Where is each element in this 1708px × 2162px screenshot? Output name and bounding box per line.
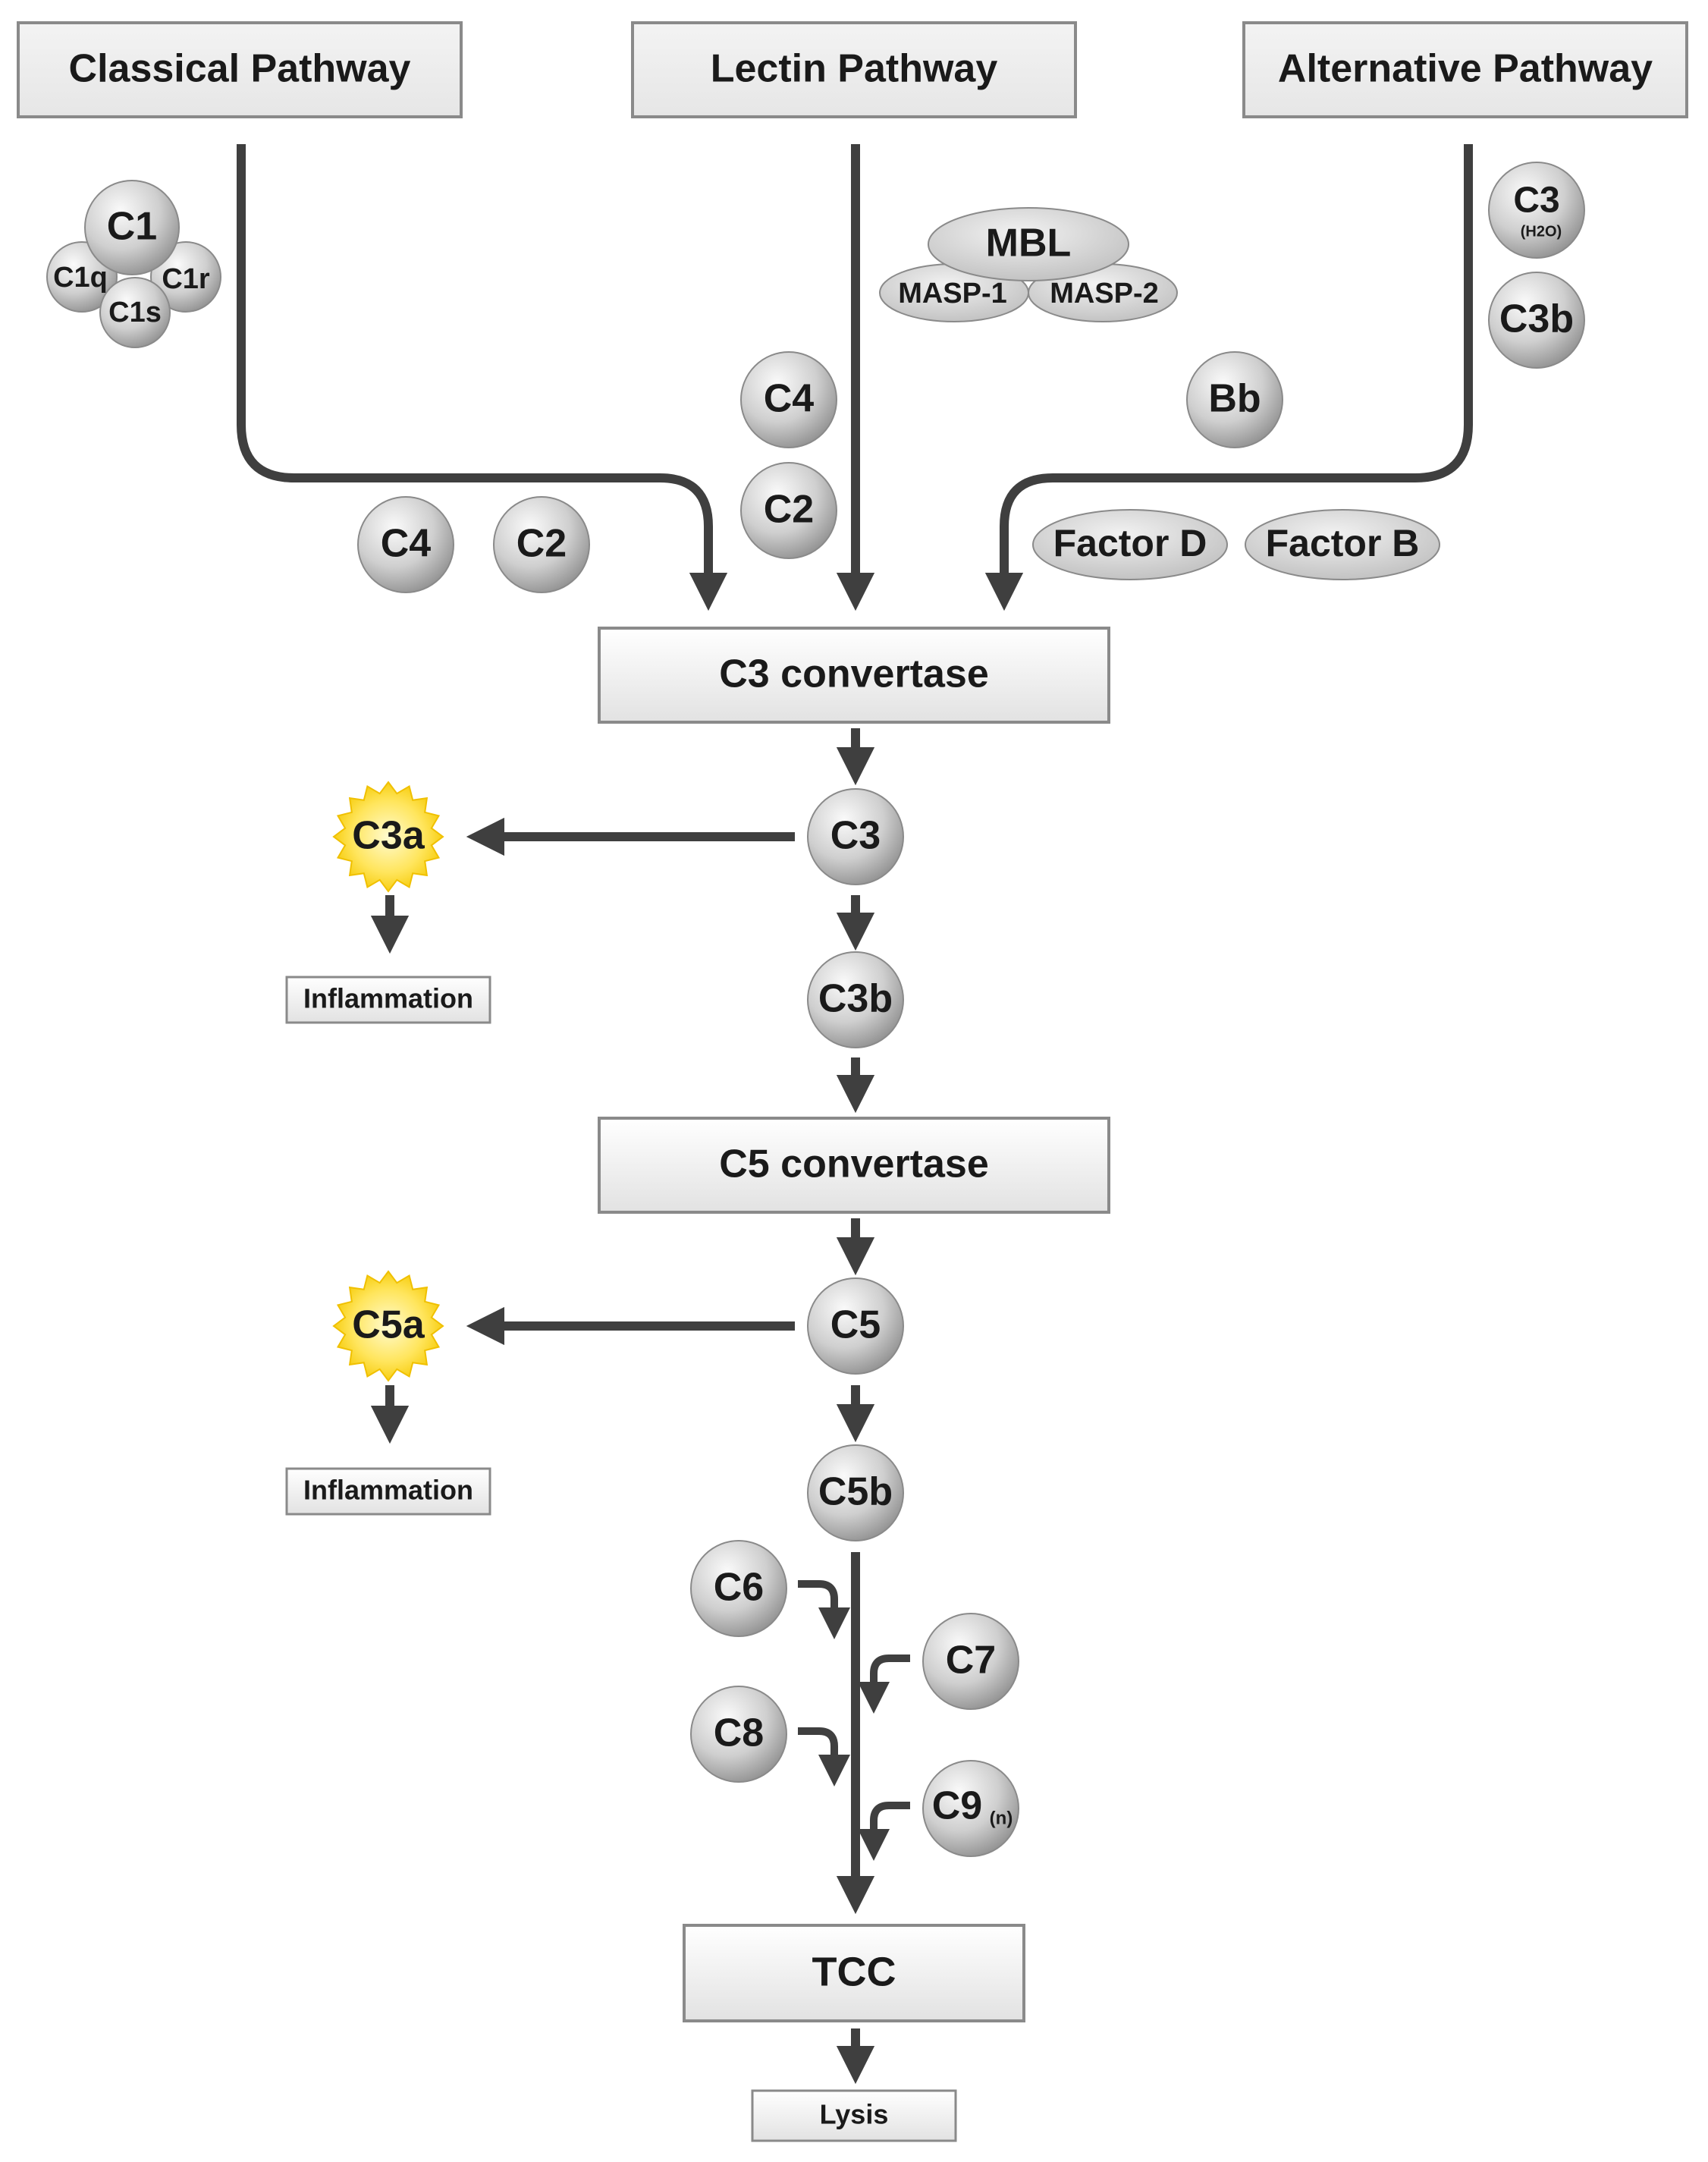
alternative-pathway-arrow [984, 144, 1473, 611]
c6-label: C6 [714, 1566, 764, 1610]
c1s-label: C1s [108, 297, 162, 328]
factor-d-label: Factor D [1053, 522, 1207, 564]
lysis-box: Lysis [751, 2089, 957, 2142]
c5-convertase-box: C5 convertase [598, 1117, 1110, 1214]
c8-sphere: C8 [690, 1686, 787, 1783]
c5b-label: C5b [818, 1470, 893, 1514]
tcc-label: TCC [812, 1949, 896, 1994]
c1-complex: C1 C1q C1r C1s [46, 180, 221, 348]
arrow-c6-join [798, 1580, 850, 1639]
classical-c4-label: C4 [381, 522, 432, 566]
bb-label: Bb [1208, 377, 1261, 421]
lectin-c2-sphere: C2 [740, 462, 837, 559]
c3b-sphere: C3b [807, 951, 904, 1048]
lysis-label: Lysis [820, 2099, 889, 2130]
classical-pathway-box: Classical Pathway [17, 21, 463, 118]
c9-subscript: (n) [990, 1808, 1013, 1828]
c8-label: C8 [714, 1711, 764, 1755]
masp2-label: MASP-2 [1050, 278, 1159, 310]
alternative-pathway-label: Alternative Pathway [1278, 47, 1653, 91]
lectin-c4-label: C4 [764, 377, 815, 421]
c3b-label: C3b [818, 977, 893, 1021]
arrow-c7-join [858, 1654, 910, 1714]
c5a-star: C5a [332, 1270, 444, 1382]
lectin-c2-label: C2 [764, 488, 814, 532]
arrow-c9-join [858, 1802, 910, 1861]
classical-pathway-label: Classical Pathway [69, 47, 411, 91]
lectin-pathway-box: Lectin Pathway [631, 21, 1077, 118]
c3a-star: C3a [332, 781, 444, 893]
c9n-sphere: C9 (n) [922, 1760, 1019, 1857]
classical-c2-label: C2 [516, 522, 567, 566]
c6-sphere: C6 [690, 1540, 787, 1637]
c3a-label: C3a [352, 814, 425, 858]
masp1-label: MASP-1 [898, 278, 1007, 310]
c5-label: C5 [830, 1303, 881, 1347]
inflammation-label-1: Inflammation [303, 983, 473, 1014]
c3-h2o-sphere: C3 (H2O) [1488, 162, 1585, 259]
tcc-box: TCC [683, 1924, 1025, 2022]
c5-sphere: C5 [807, 1277, 904, 1375]
inflammation-box-1: Inflammation [285, 976, 491, 1024]
bb-sphere: Bb [1186, 351, 1283, 448]
factor-d-oval: Factor D [1032, 509, 1228, 580]
alternative-pathway-box: Alternative Pathway [1242, 21, 1688, 118]
classical-c4-sphere: C4 [357, 496, 454, 593]
mbl-label: MBL [986, 222, 1072, 266]
c3-convertase-label: C3 convertase [719, 652, 989, 696]
alt-c3b-label: C3b [1499, 297, 1574, 341]
lectin-c4-sphere: C4 [740, 351, 837, 448]
inflammation-box-2: Inflammation [285, 1467, 491, 1516]
classical-pathway-arrow [237, 144, 728, 611]
c1-label: C1 [107, 205, 157, 249]
c5b-sphere: C5b [807, 1444, 904, 1541]
c3-label: C3 [830, 814, 881, 858]
lectin-pathway-label: Lectin Pathway [711, 47, 998, 91]
c3-h2o-subscript: (H2O) [1521, 223, 1562, 240]
c5-convertase-label: C5 convertase [719, 1142, 989, 1186]
mbl-masp-complex: MBL MASP-1 MASP-2 [879, 207, 1178, 322]
arrow-c8-join [798, 1727, 850, 1786]
factor-b-oval: Factor B [1245, 509, 1440, 580]
c1q-label: C1q [53, 262, 108, 294]
c3-h2o-label: C3 [1513, 181, 1559, 221]
c9-label: C9 [932, 1784, 982, 1828]
inflammation-label-2: Inflammation [303, 1475, 473, 1506]
c3-sphere: C3 [807, 788, 904, 885]
c3-convertase-box: C3 convertase [598, 627, 1110, 724]
classical-c2-sphere: C2 [493, 496, 590, 593]
factor-b-label: Factor B [1266, 522, 1420, 564]
c1r-label: C1r [162, 263, 210, 295]
c5a-label: C5a [352, 1303, 425, 1347]
c7-sphere: C7 [922, 1613, 1019, 1710]
alt-c3b-sphere: C3b [1488, 272, 1585, 369]
c7-label: C7 [946, 1639, 996, 1683]
